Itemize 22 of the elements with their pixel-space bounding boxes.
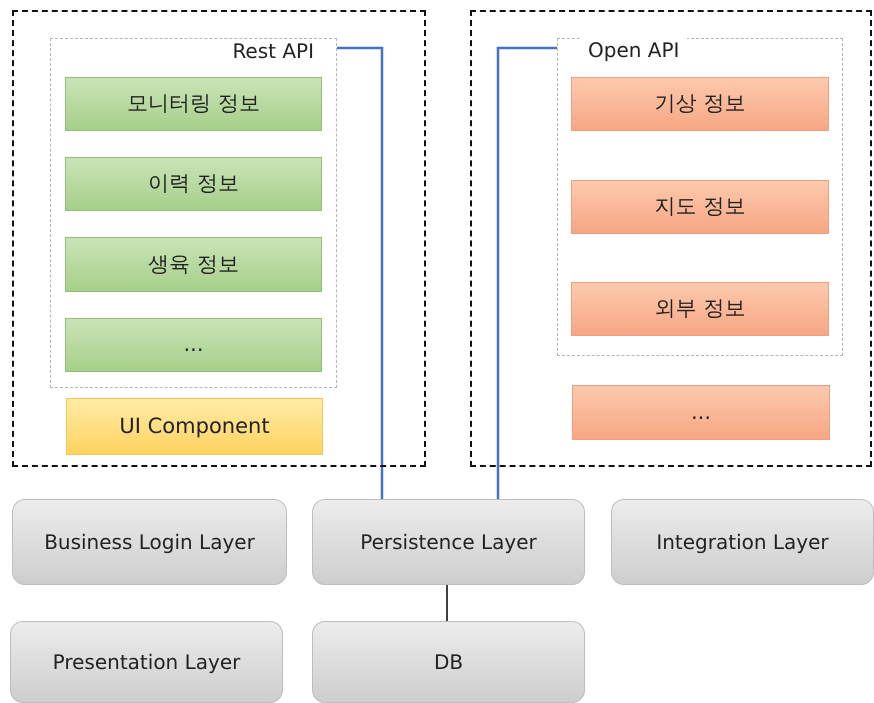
info-box: 모니터링 정보: [65, 77, 322, 131]
layer-box: Persistence Layer: [312, 499, 585, 585]
info-box: ...: [572, 385, 830, 440]
group-title: Open API: [580, 38, 688, 62]
dashed-frame: [12, 10, 426, 467]
component-box: UI Component: [66, 398, 323, 455]
dashed-frame: [470, 10, 872, 467]
layer-box: DB: [312, 621, 585, 703]
dashed-group-box: [557, 38, 843, 356]
info-box: ...: [65, 318, 322, 372]
info-box: 기상 정보: [571, 77, 829, 131]
info-box: 이력 정보: [65, 157, 322, 211]
connector-line: [496, 46, 557, 499]
connector-line: [337, 46, 384, 499]
connector-line: [446, 585, 448, 621]
layer-box: Presentation Layer: [10, 621, 283, 703]
layer-box: Integration Layer: [611, 499, 874, 585]
dashed-group-box: [50, 38, 337, 388]
info-box: 외부 정보: [571, 282, 829, 336]
layer-box: Business Login Layer: [12, 499, 287, 585]
info-box: 지도 정보: [571, 180, 829, 234]
info-box: 생육 정보: [65, 237, 322, 292]
